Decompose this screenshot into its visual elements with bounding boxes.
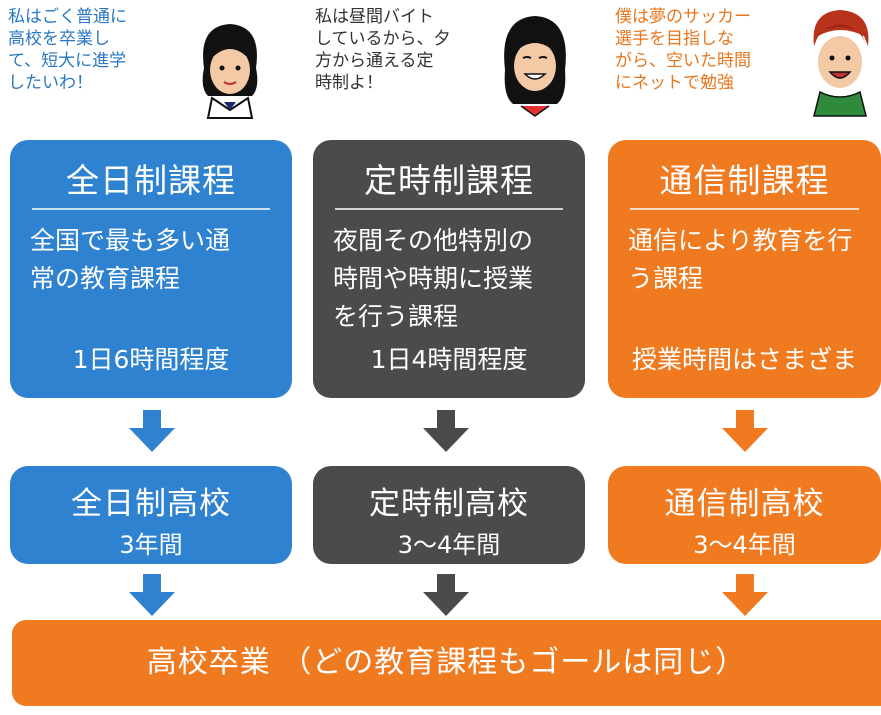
course-hours: 授業時間はさまざま [631, 345, 857, 374]
school-box-correspondence: 通信制高校 3～4年間 [608, 466, 881, 564]
course-hours: 1日4時間程度 [370, 345, 528, 374]
school-name: 全日制高校 [71, 486, 231, 522]
school-years: 3～4年間 [397, 531, 501, 559]
school-box-fulltime: 全日制高校 3年間 [10, 466, 292, 564]
girl-avatar-icon [504, 16, 566, 117]
down-arrow-icon [722, 410, 768, 452]
school-name: 通信制高校 [664, 486, 825, 522]
down-arrow-icon [129, 574, 175, 616]
down-arrow-icon [722, 574, 768, 616]
school-box-parttime: 定時制高校 3～4年間 [313, 466, 585, 564]
course-title: 定時制課程 [364, 161, 534, 200]
down-arrow-icon [423, 574, 469, 616]
down-arrow-icon [423, 410, 469, 452]
graduation-banner: 高校卒業 （どの教育課程もゴールは同じ） [12, 620, 881, 706]
divider [630, 208, 859, 210]
school-name: 定時制高校 [369, 486, 529, 522]
school-years: 3～4年間 [693, 531, 796, 559]
quote-parttime: 私は昼間バイト しているから、夕 方から通える定 時制よ！ [315, 7, 451, 93]
course-description: 夜間その他特別の 時間や時期に授業 を行う課程 [333, 226, 534, 331]
course-description: 通信により教育を行 う課程 [628, 226, 853, 293]
divider [32, 208, 270, 210]
course-title: 全日制課程 [66, 161, 236, 200]
divider [335, 208, 563, 210]
girl-avatar-icon [202, 24, 258, 119]
course-description: 全国で最も多い通 常の教育課程 [30, 226, 231, 293]
quote-fulltime: 私はごく普通に 高校を卒業し て、短大に進学 したいわ！ [8, 7, 127, 93]
course-box-correspondence: 通信制課程 通信により教育を行 う課程 授業時間はさまざま [608, 140, 881, 398]
school-years: 3年間 [119, 531, 183, 559]
course-title: 通信制課程 [659, 161, 830, 200]
down-arrow-icon [129, 410, 175, 452]
course-box-parttime: 定時制課程 夜間その他特別の 時間や時期に授業 を行う課程 1日4時間程度 [313, 140, 585, 398]
quote-correspondence: 僕は夢のサッカー 選手を目指しな がら、空いた時間 にネットで勉強 [615, 7, 751, 93]
boy-avatar-icon [813, 10, 869, 117]
course-hours: 1日6時間程度 [72, 345, 230, 374]
course-box-fulltime: 全日制課程 全国で最も多い通 常の教育課程 1日6時間程度 [10, 140, 292, 398]
